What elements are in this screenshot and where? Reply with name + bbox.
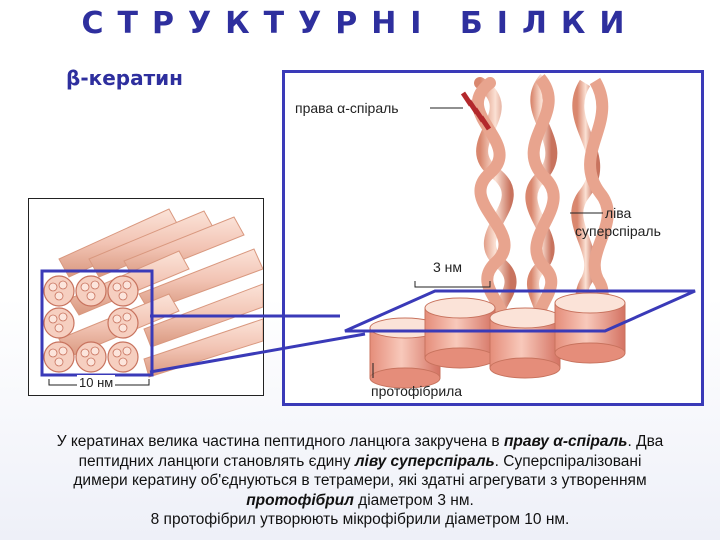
label-10nm: 10 нм <box>77 375 116 390</box>
scale-bar-3nm <box>414 281 491 288</box>
keratin-structure-panel: права α-спіраль ліва суперспіраль 3 нм п… <box>282 70 704 406</box>
page-title: СТРУКТУРНІ БІЛКИ <box>81 6 639 41</box>
caption-line-1: У кератинах велика частина пептидного ла… <box>56 433 664 450</box>
label-left-superhelix-1: ліва <box>605 205 632 221</box>
protofibril-cylinders <box>369 292 626 389</box>
section-subtitle: β-кератин <box>66 66 183 90</box>
label-left-superhelix-2: суперспіраль <box>575 223 661 239</box>
protofibril-highlight-frame <box>344 289 696 333</box>
caption-line-2: пептидних ланцюги становлять єдину ліву … <box>78 452 642 470</box>
microfibril-illustration <box>40 208 263 386</box>
alpha-helix-red-segment <box>460 91 492 131</box>
caption-line-3: димери кератину об'єднуються в тетрамери… <box>73 472 647 489</box>
label-protofibril: протофібрила <box>371 383 463 399</box>
caption-line-5: 8 протофібрил утворюють мікрофібрили діа… <box>150 511 570 528</box>
caption-line-4: протофібрил діаметром 3 нм. <box>246 491 474 509</box>
label-right-alpha-helix: права α-спіраль <box>295 100 399 116</box>
description-caption: У кератинах велика частина пептидного ла… <box>6 432 714 530</box>
microfibril-panel: 10 нм <box>28 198 264 396</box>
keratin-structure-illustration <box>344 74 696 389</box>
label-3nm: 3 нм <box>433 259 463 275</box>
